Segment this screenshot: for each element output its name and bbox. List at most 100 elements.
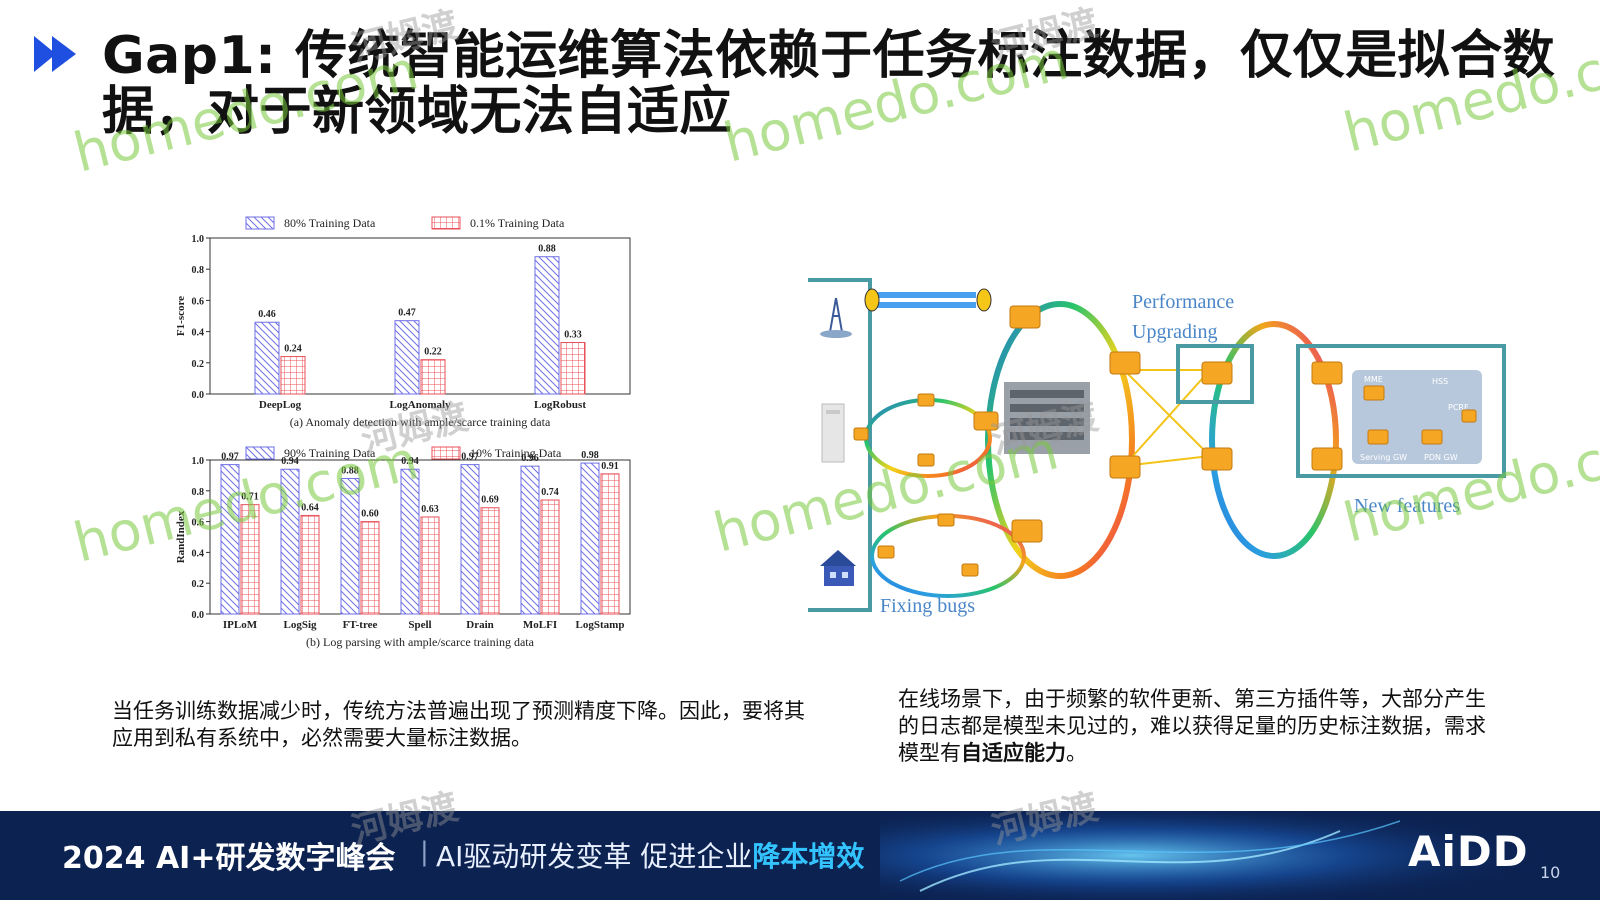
bar-value-label: 0.64 [301,502,319,513]
x-tick-label: MoLFI [523,619,557,631]
x-tick-label: LogStamp [576,619,625,631]
pcrf-label: PCRF [1448,403,1469,412]
bar [580,462,600,615]
bar [560,342,586,395]
y-tick-label: 0.6 [192,296,205,307]
bar [600,473,620,615]
x-tick-label: DeepLog [259,399,302,411]
data-link-icon [864,288,992,312]
legend-swatch [431,446,461,460]
bar-value-label: 0.88 [538,244,556,255]
bar-value-label: 0.98 [581,450,599,461]
y-tick-label: 0.4 [192,548,205,559]
new-features-frame [1296,344,1506,478]
title-arrow-icon [34,36,76,72]
y-axis-label: RandIndex [175,510,187,563]
bar-value-label: 0.94 [281,456,299,467]
x-tick-label: LogSig [283,619,317,631]
bar [280,468,300,615]
bar [520,465,540,615]
y-tick-label: 0.6 [192,518,205,529]
x-tick-label: LogRobust [534,399,586,411]
bar-value-label: 0.91 [601,461,619,472]
upgrading-label: Upgrading [1132,321,1218,343]
y-tick-label: 0.8 [192,487,205,498]
footer-slogan: AI驱动研发变革 促进企业降本增效 [436,835,864,875]
bar [540,499,560,615]
performance-upgrading-frame [1176,344,1254,404]
footer-slogan-highlight: 降本增效 [752,840,865,873]
cross-links [1123,369,1211,467]
left-caption: 当任务训练数据减少时，传统方法普遍出现了预测精度下降。因此，要将其应用到私有系统… [112,699,805,750]
y-tick-label: 1.0 [192,234,205,245]
serving-gw-label: Serving GW [1360,453,1407,462]
bar-value-label: 0.94 [401,456,419,467]
bar-value-label: 0.71 [241,492,259,503]
right-caption-text: 在线场景下，由于频繁的软件更新、第三方插件等，大部分产生的日志都是模型未见过的，… [898,687,1486,765]
x-tick-label: Spell [408,619,431,631]
legend-label: 10% Training Data [470,446,562,460]
y-tick-label: 1.0 [192,456,205,467]
mme-label: MME [1364,375,1383,384]
online-scenario-diagram: MME HSS PCRF Serving GW PDN GW Performan… [808,278,1506,617]
bar-value-label: 0.47 [398,308,416,319]
bar [394,320,420,395]
y-tick-label: 0.4 [192,328,205,339]
footer-separator: | [420,837,429,867]
footer-wave-graphic [880,811,1600,900]
legend-swatch [431,216,461,230]
house-icon [820,550,856,586]
bar [280,356,306,395]
device-column-frame [808,278,872,612]
aidd-logo: AiDD [1408,827,1529,876]
bar-value-label: 0.69 [481,495,499,506]
bar-value-label: 0.96 [521,453,539,464]
bar [400,468,420,615]
bar [480,507,500,615]
page-number: 10 [1540,863,1561,882]
bar [460,464,480,615]
bar-value-label: 0.60 [361,509,379,520]
bar-value-label: 0.22 [424,347,442,358]
legend-swatch [245,446,275,460]
chart-caption: (b) Log parsing with ample/scarce traini… [306,635,535,649]
server-rack-icon [1004,382,1090,454]
x-tick-label: FT-tree [343,619,378,631]
bar [300,514,320,615]
bar-value-label: 0.88 [341,465,359,476]
bar [420,516,440,615]
right-caption-end: 。 [1066,741,1087,765]
bar-value-label: 0.97 [221,452,239,463]
plot-frame [209,459,631,615]
pdn-gw-label: PDN GW [1424,453,1458,462]
right-caption: 在线场景下，由于频繁的软件更新、第三方插件等，大部分产生的日志都是模型未见过的，… [898,686,1498,767]
plot-frame [209,237,631,395]
chart-caption: (a) Anomaly detection with ample/scarce … [290,415,551,429]
tower-icon [820,297,852,338]
x-tick-label: LogAnomaly [389,399,451,411]
bar-value-label: 0.33 [564,330,582,341]
bar [240,504,260,615]
y-tick-label: 0.2 [192,579,205,590]
bar-value-label: 0.46 [258,309,276,320]
footer-banner: 2024 AI+研发数字峰会 | AI驱动研发变革 促进企业降本增效 AiDD … [0,811,1600,900]
footer-slogan-text: AI驱动研发变革 促进企业 [436,840,753,873]
legend-swatch [245,216,275,230]
bar-value-label: 0.97 [461,452,479,463]
router-icons [853,305,1477,577]
hss-label: HSS [1432,377,1448,386]
bar [340,477,360,615]
upgrade-ring [1209,321,1339,559]
small-ring-bottom [870,514,1026,598]
bar-value-label: 0.74 [541,487,559,498]
bar [254,321,280,395]
bar [534,256,560,395]
new-features-label: New features [1354,495,1460,517]
footer-event-name: 2024 AI+研发数字峰会 [62,841,396,876]
bar [360,521,380,615]
bar [420,359,446,395]
legend-label: 80% Training Data [284,216,376,230]
